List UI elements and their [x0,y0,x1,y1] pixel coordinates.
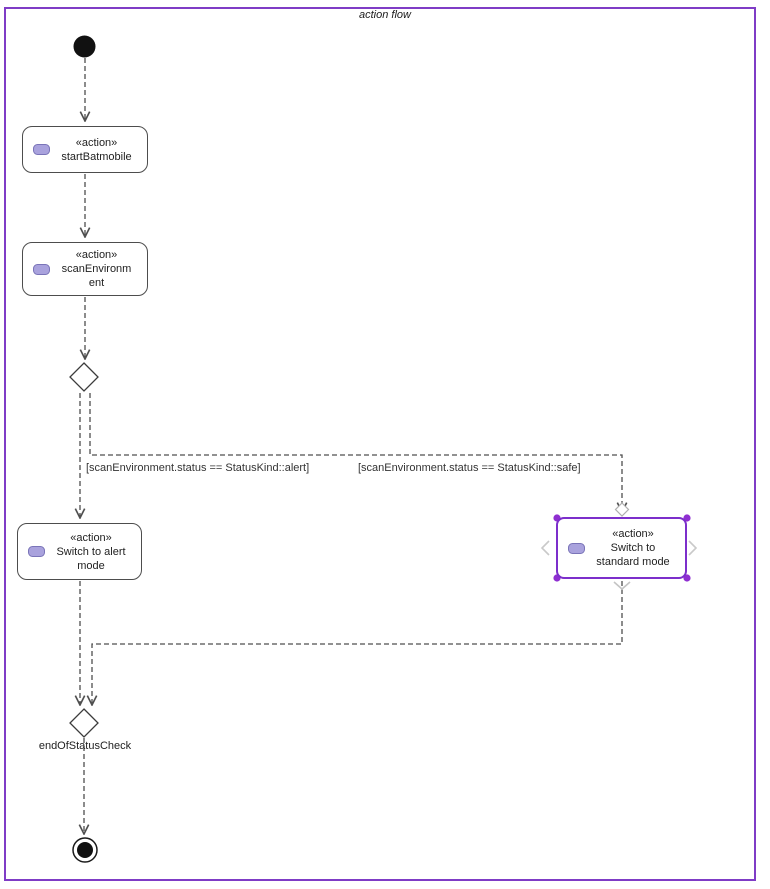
action-name-line1: Switch to [610,542,656,554]
diagram-title: action flow [359,9,411,21]
guard-label-safe[interactable]: [scanEnvironment.status == StatusKind::s… [358,462,581,474]
action-icon [568,542,585,554]
action-icon [33,263,50,275]
action-node-text: «action» Switch to standard mode [585,527,685,569]
action-icon [33,144,50,155]
action-name-line2: standard mode [596,556,670,568]
chevron-left-icon[interactable] [540,540,550,556]
chevron-right-icon[interactable] [688,540,698,556]
decision-node[interactable] [69,362,99,392]
action-name-line1: scanEnvironm [61,263,132,275]
merge-node-endofstatuscheck[interactable] [69,708,99,738]
selection-handle-bottom-right[interactable] [683,574,691,582]
chevron-down-icon[interactable] [613,581,631,591]
edge-switch-standard-to-merge[interactable] [92,581,623,705]
action-node-text: «action» Switch to alert mode [45,531,141,573]
diagram-frame [4,7,756,881]
action-node-switch-to-alert-mode[interactable]: «action» Switch to alert mode [17,523,142,580]
action-name-line1: Switch to alert [56,545,126,558]
action-stereotype: «action» [70,531,112,544]
edge-anchor-diamond-handle[interactable] [614,502,630,517]
action-name: startBatmobile [61,150,132,163]
action-name-line2: mode [77,559,105,572]
edge-decision-to-switch-standard[interactable] [89,393,622,512]
action-stereotype: «action» [75,136,118,149]
action-node-switch-to-standard-mode[interactable]: «action» Switch to standard mode [556,517,687,579]
action-node-text: «action» scanEnvironm ent [50,248,147,290]
activity-final-node-core [77,842,93,858]
action-icon [28,546,45,557]
guard-label-alert[interactable]: [scanEnvironment.status == StatusKind::a… [86,462,310,474]
action-node-startbatmobile[interactable]: «action» startBatmobile [22,126,148,173]
action-name-line2: ent [88,277,105,289]
action-node-scanenvironment[interactable]: «action» scanEnvironm ent [22,242,148,296]
initial-node[interactable] [73,35,96,58]
merge-node-label[interactable]: endOfStatusCheck [38,740,132,752]
action-stereotype: «action» [612,528,654,540]
action-stereotype: «action» [75,249,118,261]
action-node-text: «action» startBatmobile [50,136,147,164]
